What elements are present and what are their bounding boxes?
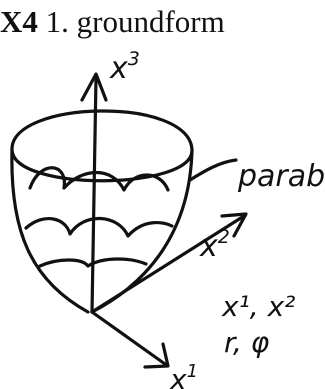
paraboloid-left-side <box>10 148 90 314</box>
contour-lower <box>38 257 148 268</box>
heading-text: 1. groundform <box>45 4 225 39</box>
x3-label: x3 <box>109 48 140 86</box>
contour-middle <box>24 216 174 238</box>
x1-label: x1 <box>169 361 198 389</box>
x2-arrowhead <box>220 212 248 238</box>
parab-leader-line <box>188 158 238 182</box>
heading-tag: X4 <box>0 4 38 39</box>
contour-upper <box>28 166 170 192</box>
x3-axis <box>90 76 98 314</box>
x1-arrowhead <box>143 342 170 369</box>
x2-label: x2 <box>199 226 230 264</box>
page-heading: X4 1. groundform <box>0 2 225 42</box>
coordinates-polar-label: r, φ <box>224 326 270 359</box>
paraboloid-right-side <box>90 148 194 314</box>
x1-axis <box>90 310 167 366</box>
x3-arrowhead <box>80 72 108 102</box>
coordinates-xy-label: x¹, x² <box>221 290 295 323</box>
paraboloid-rim <box>10 109 194 183</box>
parab-label: parab. <box>237 159 325 194</box>
